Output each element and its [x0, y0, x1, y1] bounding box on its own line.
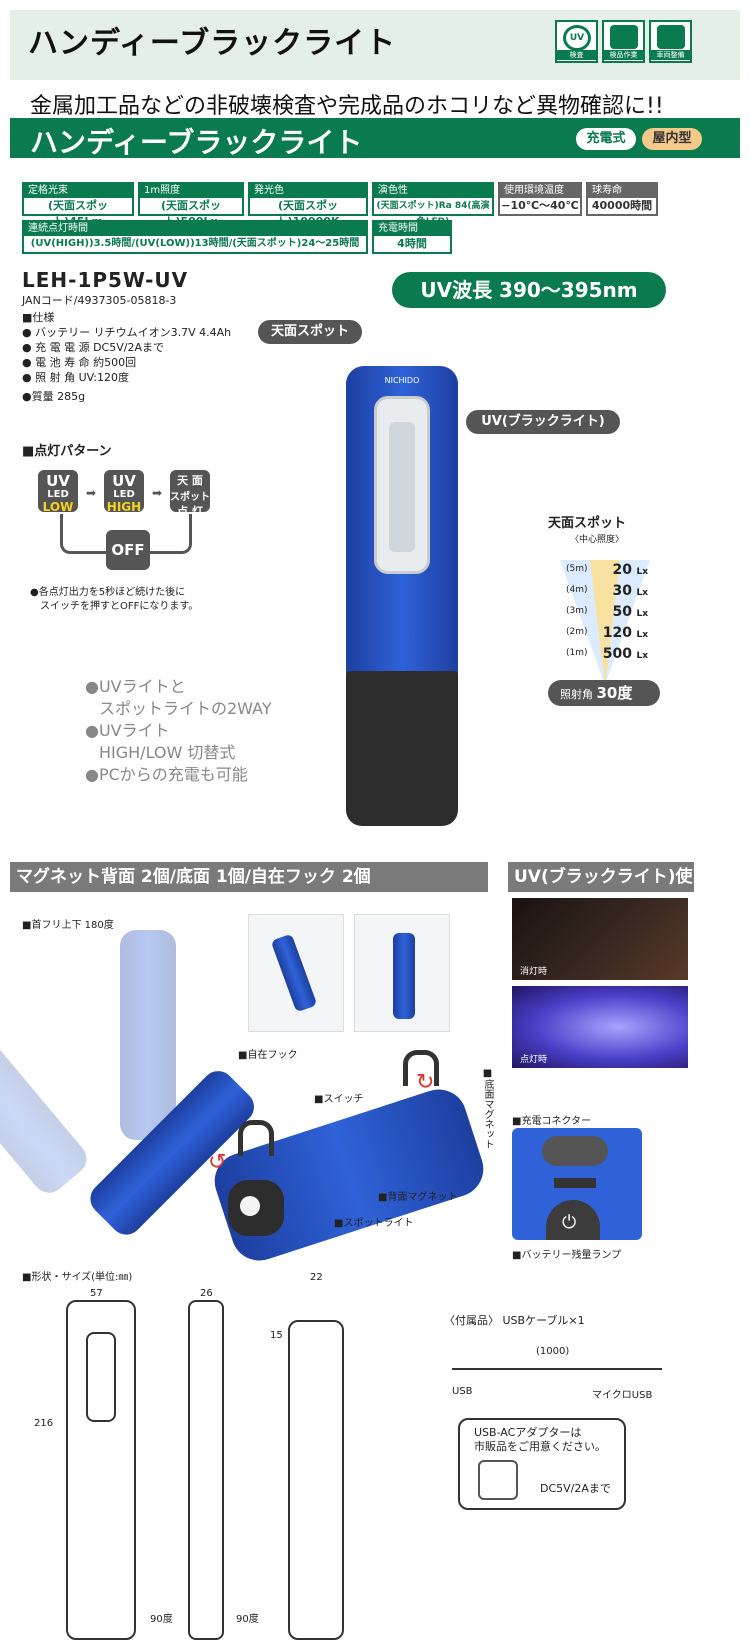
label-back-magnet: ■背面マグネット [378, 1192, 458, 1203]
hook-icon [403, 1050, 439, 1086]
spot-lux-unit: Lx [636, 609, 648, 619]
accessory-title: 〈付属品〉 USBケーブル×1 [444, 1314, 585, 1327]
vehicle-maintenance-icon: 車両整備 [649, 20, 692, 63]
tagline: 金属加工品などの非破壊検査や完成品のホコリなど異物確認に!! [30, 94, 664, 119]
inspection-work-icon: 検品作業 [602, 20, 645, 63]
spot-lux-value: 120 [602, 625, 632, 641]
spec-color-temp: 発光色(天面スポット)10000K [248, 182, 368, 228]
usb-label: USB [452, 1386, 473, 1397]
hook-photo-1 [248, 914, 344, 1032]
usb-cable [452, 1368, 662, 1370]
spec-lumen: 定格光束(天面スポット)45Lm [22, 182, 134, 228]
page-title: ハンディーブラックライト [28, 26, 397, 61]
feature-list: ●UVライトと スポットライトの2WAY ●UVライト HIGH/LOW 切替式… [85, 677, 272, 784]
spec-cri: 演色性(天面スポット)Ra 84(高演色LED) [372, 182, 494, 227]
pattern-spot: 天 面スポット点 灯 [170, 470, 210, 518]
banner-title: ハンディーブラックライト [30, 126, 363, 159]
spot-lux-value: 50 [612, 604, 632, 620]
side-view-outline [188, 1300, 224, 1640]
label-battery-lamp: ■バッテリー残量ランプ [512, 1250, 622, 1261]
label-hook: ■自在フック [238, 1050, 298, 1061]
spot-chart-row: (3m) 50 Lx [556, 604, 656, 625]
spot-chart-row: (4m) 30 Lx [556, 583, 656, 604]
label-spotlight: ■スポットライト [334, 1218, 414, 1229]
dim-57: 57 [90, 1288, 103, 1299]
rotate-arrow-icon: ↺ [208, 1150, 227, 1175]
pattern-title: ■点灯パターン [22, 444, 112, 459]
spec-temperature: 使用環境温度−10℃〜40℃ [498, 182, 582, 216]
section-uv-header: UV(ブラックライト)使用例 [508, 862, 694, 917]
swing-label: ■首フリ上下 180度 [22, 920, 114, 931]
spot-chart-row: (5m) 20 Lx [556, 562, 656, 583]
label-switch: ■スイッチ [314, 1094, 364, 1105]
ac-adapter-icon [478, 1460, 518, 1500]
spot-lux-value: 20 [612, 562, 632, 578]
adapter-note-box: USB-ACアダプターは市販品をご用意ください。 DC5V/2Aまで [458, 1418, 626, 1510]
arrow-right-icon: ➡ [86, 486, 97, 500]
spot-distance: (3m) [566, 606, 588, 616]
spot-lux-unit: Lx [636, 588, 648, 598]
features-diagram: ↺ ↻ [207, 1040, 491, 1268]
spot-lux-unit: Lx [636, 630, 648, 640]
spot-distance: (1m) [566, 648, 588, 658]
jan-code: JANコード/4937305-05818-3 [22, 294, 177, 307]
spec-runtime: 連続点灯時間(UV(HIGH))3.5時間/(UV(LOW))13時間/(天面ス… [22, 220, 368, 254]
hook-photo-2 [354, 914, 450, 1032]
rotate-arrow-icon: ↻ [416, 1070, 435, 1095]
label-connector: ■充電コネクター [512, 1116, 592, 1127]
swing-illustration [0, 930, 261, 1242]
micro-usb-label: マイクロUSB [592, 1390, 653, 1401]
spot-distance: (4m) [566, 585, 588, 595]
uv-off-photo: 消灯時 [512, 898, 688, 980]
dim-90-right: 90度 [236, 1614, 259, 1625]
uv-on-photo: 点灯時 [512, 986, 688, 1068]
power-icon: ⏻ [562, 1212, 577, 1233]
dim-216: 216 [34, 1418, 54, 1429]
model-number: LEH-1P5W-UV [22, 268, 189, 292]
hook-icon [238, 1120, 274, 1156]
front-view-outline [66, 1300, 136, 1640]
spot-lux-value: 500 [602, 646, 632, 662]
pattern-note: ●各点灯出力を5秒ほど続けた後にスイッチを押すとOFFになります。 [30, 587, 199, 612]
back-view-outline [288, 1320, 344, 1640]
size-title: ■形状・サイズ(単位:㎜) [22, 1272, 133, 1283]
rechargeable-badge: 充電式 [576, 128, 636, 150]
irradiation-angle: 照射角 30度 [548, 680, 660, 706]
arrow-right-icon: ➡ [152, 486, 163, 500]
spot-chart-title: 天面スポット [548, 516, 627, 531]
cable-length: (1000) [536, 1346, 570, 1357]
label-bottom-magnet: ■底面マグネット [482, 1068, 493, 1149]
dim-15: 15 [270, 1330, 283, 1341]
spot-chart-row: (1m) 500 Lx [556, 646, 656, 667]
spot-lux-value: 30 [612, 583, 632, 599]
connector-closeup: ⏻ [512, 1128, 642, 1240]
spot-distance: (5m) [566, 564, 588, 574]
spec-list: ■仕様 ● バッテリー リチウムイオン3.7V 4.4Ah ● 充 電 電 源 … [22, 311, 232, 403]
spot-distance: (2m) [566, 627, 588, 637]
spot-lux-unit: Lx [636, 651, 648, 661]
pattern-off: OFF [106, 530, 150, 570]
dim-22: 22 [310, 1272, 323, 1283]
spot-lux-unit: Lx [636, 567, 648, 577]
callout-uv: UV(ブラックライト) [466, 410, 620, 434]
callout-top-spot: 天面スポット [258, 320, 362, 344]
spotlight-icon [240, 1196, 260, 1216]
uv-wavelength-badge: UV波長 390〜395nm [392, 272, 666, 308]
spot-chart-row: (2m) 120 Lx [556, 625, 656, 646]
spot-beam-graphic [560, 560, 650, 685]
indoor-badge: 屋内型 [642, 128, 702, 150]
section-magnet-header: マグネット背面 2個/底面 1個/自在フック 2個 [10, 862, 488, 892]
product-main-image: NICHIDO [346, 366, 458, 828]
dim-90-left: 90度 [150, 1614, 173, 1625]
spot-chart-subtitle: 〈中心照度〉 [570, 535, 625, 545]
dim-26: 26 [200, 1288, 213, 1299]
